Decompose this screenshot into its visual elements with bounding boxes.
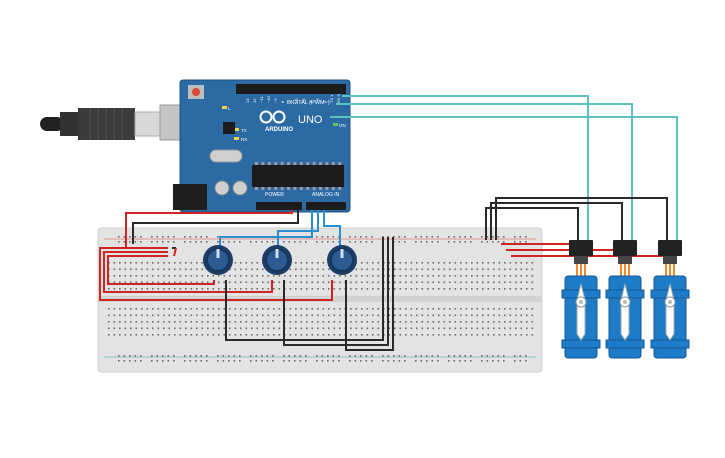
digital-pin-label: 13: [245, 98, 250, 103]
digital-pin-label: 12: [252, 98, 257, 103]
wire-gnd: [132, 210, 299, 244]
servo-motor-1[interactable]: [561, 240, 601, 359]
analog-pin-header: [306, 202, 346, 210]
wire-a2: [323, 210, 341, 248]
atmega-chip: [252, 165, 344, 187]
digital-pin-label: ~6: [294, 98, 299, 103]
potentiometer-2[interactable]: [262, 245, 292, 275]
wire-signal-servo-2: [336, 103, 633, 242]
board-brand: ARDUINO: [265, 127, 293, 133]
board-model: UNO: [298, 114, 323, 126]
digital-pin-label: 7: [287, 100, 292, 103]
digital-pin-label: RX 0: [336, 93, 341, 103]
potentiometer-3[interactable]: [327, 245, 357, 275]
digital-pin-label: ~10: [266, 95, 271, 103]
power-jack: [173, 184, 207, 210]
wire-a1: [277, 210, 319, 248]
digital-pin-label: 4: [308, 100, 313, 103]
wire-signal-servo-1: [342, 95, 589, 242]
potentiometer-1[interactable]: [203, 245, 233, 275]
digital-pin-label: 2: [322, 100, 327, 103]
analog-header-label: ANALOG IN: [312, 192, 340, 198]
svg-text:TX: TX: [241, 128, 247, 133]
wire-a0: [219, 210, 313, 248]
arduino-logo-icon: [259, 110, 286, 124]
svg-text:ON: ON: [339, 123, 346, 128]
digital-pin-label: 8: [280, 100, 285, 103]
wire-5v: [125, 210, 293, 248]
servo-motor-2[interactable]: [605, 240, 645, 359]
digital-pin-label: ~3: [315, 98, 320, 103]
digital-pin-label: ~9: [273, 98, 278, 103]
wire-signal-servo-3: [330, 116, 678, 242]
digital-pin-label: ~11: [259, 96, 264, 103]
servo-motor-3[interactable]: [650, 240, 690, 359]
digital-header-label: DIGITAL (PWM~): [287, 100, 330, 106]
digital-pin-label: TX 1: [329, 94, 334, 103]
svg-text:L: L: [228, 106, 231, 111]
power-header-label: POWER: [265, 192, 284, 198]
svg-text:RX: RX: [241, 137, 247, 142]
arduino-uno-board: ARDUINO UNO DIGITAL (PWM~) TX RX ON L 13…: [173, 79, 351, 213]
digital-pin-label: ~5: [301, 98, 306, 103]
digital-pin-header: [236, 84, 346, 94]
power-pin-header: [256, 202, 302, 210]
